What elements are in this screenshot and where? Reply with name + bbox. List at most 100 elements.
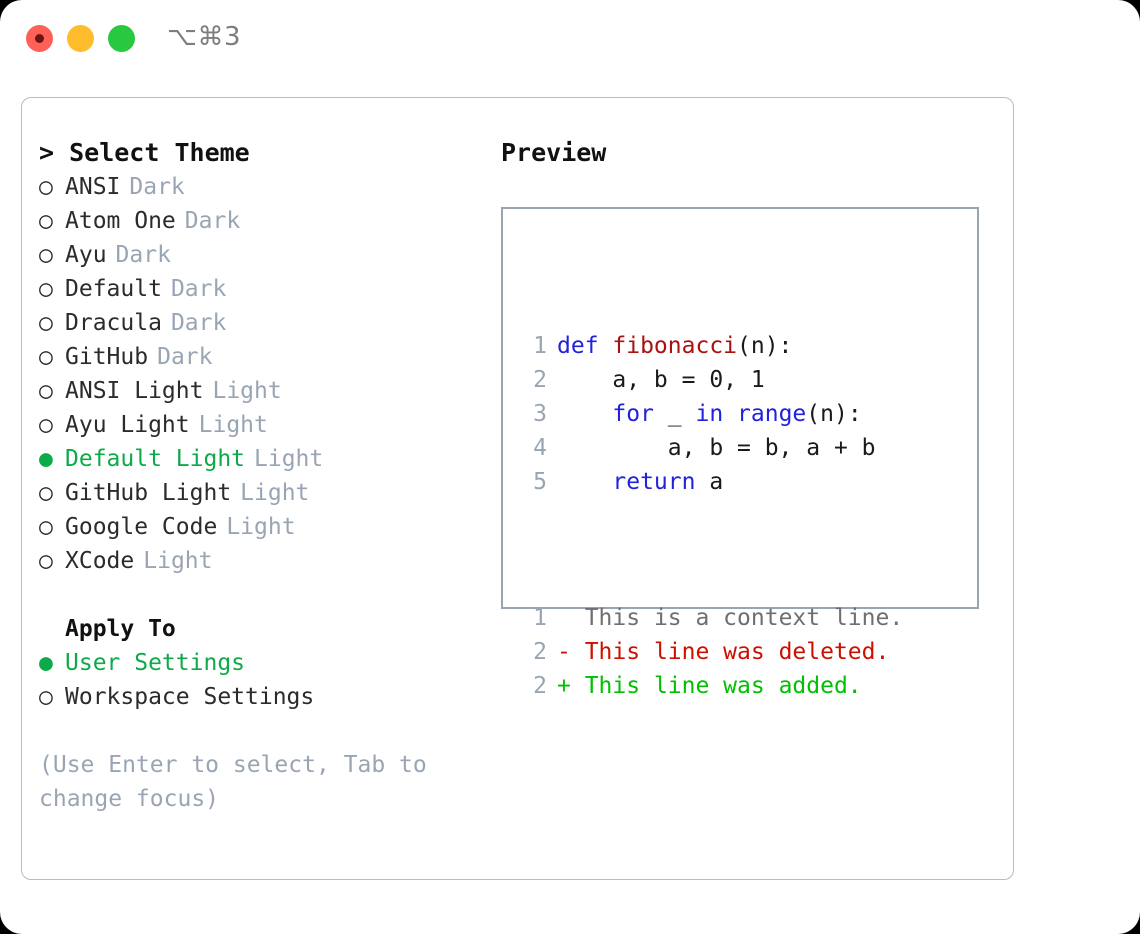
- code-token: a: [695, 469, 724, 495]
- code-token: fibonacci: [612, 333, 738, 359]
- code-line-number: 3: [533, 401, 547, 427]
- theme-option-label: Google Code: [65, 514, 218, 540]
- theme-option-label: Ayu Light: [65, 412, 190, 438]
- code-token: a, b = 0, 1: [557, 367, 765, 393]
- apply-to-option-list: ● User Settings ○ Workspace Settings: [39, 646, 489, 714]
- theme-option-mode-badge: Light: [198, 412, 268, 438]
- keyboard-hint-text: (Use Enter to select, Tab to change focu…: [39, 752, 427, 812]
- theme-option-label: Default: [65, 276, 162, 302]
- code-line: 4 a, b = b, a + b: [521, 431, 903, 465]
- radio-unselected-icon: ○: [39, 310, 53, 336]
- select-theme-heading: > Select Theme: [39, 138, 250, 167]
- theme-option-label: XCode: [65, 548, 135, 574]
- diff-line-number: 1: [533, 605, 547, 631]
- apply-to-heading-label: Apply To: [65, 616, 176, 642]
- theme-option-label: Atom One: [65, 208, 176, 234]
- diff-text: This is a context line.: [584, 605, 904, 631]
- theme-option-mode-badge: Dark: [170, 310, 227, 336]
- code-sample: 1 def fibonacci (n): 2 a, b = 0, 1 3 for _ i…: [521, 329, 903, 499]
- zoom-button-icon[interactable]: [108, 25, 135, 52]
- theme-option-atom-one[interactable]: ○ Atom One Dark: [39, 204, 489, 238]
- theme-option-label: Ayu: [65, 242, 107, 268]
- theme-option-ayu-light[interactable]: ○ Ayu Light Light: [39, 408, 489, 442]
- code-token: (n):: [806, 401, 862, 427]
- code-token: def: [557, 333, 613, 359]
- theme-option-label: ANSI: [65, 174, 121, 200]
- diff-line-ctx: 1 This is a context line.: [521, 601, 903, 635]
- code-token: range: [737, 401, 807, 427]
- radio-unselected-icon: ○: [39, 480, 53, 506]
- theme-option-mode-badge: Light: [212, 378, 282, 404]
- theme-option-github-light[interactable]: ○ GitHub Light Light: [39, 476, 489, 510]
- theme-option-label: ANSI Light: [65, 378, 204, 404]
- code-token: a, b = b, a + b: [557, 435, 876, 461]
- diff-sample: 1 This is a context line. 2- This line wa…: [521, 601, 903, 703]
- keyboard-shortcut-label: ⌥⌘3: [167, 22, 242, 52]
- diff-marker: [557, 605, 585, 631]
- code-token: _: [653, 401, 696, 427]
- minimize-button-icon[interactable]: [67, 25, 94, 52]
- apply-to-option-user-settings[interactable]: ● User Settings: [39, 646, 489, 680]
- code-token: for: [612, 401, 654, 427]
- theme-option-mode-badge: Dark: [157, 344, 213, 370]
- list-spacer: [39, 578, 489, 612]
- code-token: [723, 401, 737, 427]
- theme-option-ayu[interactable]: ○ Ayu Dark: [39, 238, 489, 272]
- theme-option-mode-badge: Light: [254, 446, 324, 472]
- theme-option-mode-badge: Light: [240, 480, 310, 506]
- diff-line-add: 2+ This line was added.: [521, 669, 903, 703]
- preview-heading: Preview: [501, 138, 607, 167]
- code-line: 5 return a: [521, 465, 903, 499]
- code-line-number: 4: [533, 435, 547, 461]
- code-line: 2 a, b = 0, 1: [521, 363, 903, 397]
- preview-code: 1 def fibonacci (n): 2 a, b = 0, 1 3 for _ i…: [521, 261, 903, 771]
- diff-line-number: 2: [533, 639, 547, 665]
- code-token: [557, 401, 612, 427]
- apply-to-option-label: Workspace Settings: [65, 684, 315, 710]
- theme-option-default[interactable]: ○ Default Dark: [39, 272, 489, 306]
- theme-option-mode-badge: Dark: [170, 276, 227, 302]
- window-controls: [26, 25, 135, 52]
- close-button-icon[interactable]: [26, 25, 53, 52]
- apply-to-option-workspace-settings[interactable]: ○ Workspace Settings: [39, 680, 489, 714]
- radio-unselected-icon: ○: [39, 684, 53, 710]
- radio-unselected-icon: ○: [39, 242, 53, 268]
- radio-unselected-icon: ○: [39, 412, 53, 438]
- code-token: in: [695, 401, 724, 427]
- radio-unselected-icon: ○: [39, 174, 53, 200]
- diff-text: This line was deleted.: [584, 639, 890, 665]
- theme-option-mode-badge: Dark: [184, 208, 241, 234]
- theme-option-label: Default Light: [65, 446, 246, 472]
- theme-option-mode-badge: Light: [143, 548, 213, 574]
- radio-unselected-icon: ○: [39, 276, 53, 302]
- preview-column: Preview 1 def fibonacci (n): 2 a, b = 0, 1 3…: [501, 136, 1001, 699]
- radio-unselected-icon: ○: [39, 514, 53, 540]
- code-token: return: [612, 469, 696, 495]
- radio-unselected-icon: ○: [39, 344, 53, 370]
- diff-text: This line was added.: [584, 673, 862, 699]
- apply-to-option-label: User Settings: [65, 650, 246, 676]
- radio-unselected-icon: ○: [39, 208, 53, 234]
- code-line-number: 5: [533, 469, 547, 495]
- theme-option-label: GitHub Light: [65, 480, 232, 506]
- theme-option-dracula[interactable]: ○ Dracula Dark: [39, 306, 489, 340]
- radio-selected-icon: ●: [39, 650, 53, 676]
- code-token: [557, 469, 612, 495]
- code-line-number: 1: [533, 333, 547, 359]
- apply-to-heading: Apply To: [39, 612, 489, 646]
- diff-marker: -: [557, 639, 585, 665]
- theme-option-mode-badge: Dark: [115, 242, 171, 268]
- theme-option-label: Dracula: [65, 310, 162, 336]
- diff-marker: +: [557, 673, 585, 699]
- apply-to-bullet-placeholder: [39, 612, 65, 646]
